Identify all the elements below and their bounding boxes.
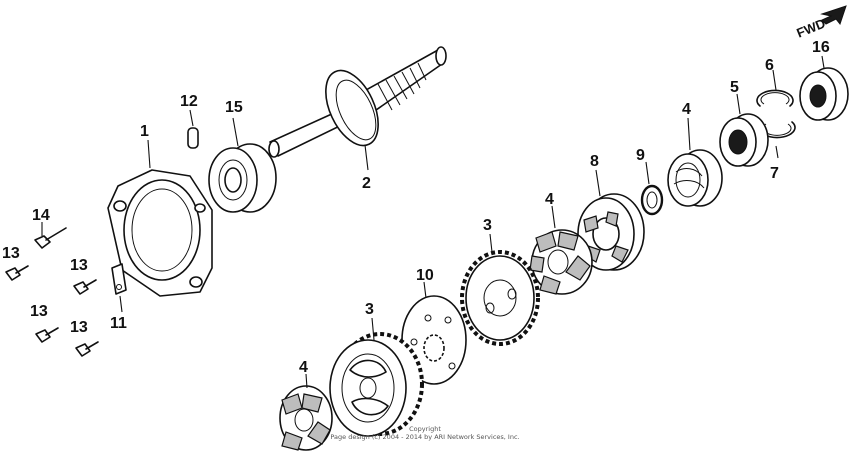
forward-arrow-icon: FWD (794, 5, 847, 41)
clip-part[interactable] (111, 263, 127, 313)
callout-4b: 4 (299, 359, 308, 376)
callout-13b: 13 (70, 257, 88, 274)
callout-9: 10 (416, 267, 434, 284)
callout-3b: 3 (365, 301, 374, 318)
collar-part[interactable] (667, 117, 723, 207)
callout-6: 5 (730, 79, 739, 96)
callout-16: 16 (812, 39, 830, 56)
bolt-c-part[interactable] (35, 327, 59, 343)
callout-15: 15 (225, 99, 243, 116)
shaft-part[interactable] (268, 46, 447, 171)
callout-13a: 13 (2, 245, 20, 262)
bolt-b-part[interactable] (73, 279, 97, 295)
callout-11: 12 (180, 93, 198, 110)
callout-8: 8 (590, 153, 599, 170)
bearing-end-part[interactable] (799, 55, 849, 121)
forward-label: FWD (794, 16, 827, 41)
copyright-notice: Page design (c) 2004 - 2014 by ARI Netwo… (330, 433, 519, 441)
bolt-a-part[interactable] (5, 265, 29, 281)
callout-5: 4 (682, 101, 691, 118)
dog-clutch-lower-part[interactable] (279, 373, 333, 451)
callout-14: 14 (32, 207, 50, 224)
callout-4a: 4 (545, 191, 554, 208)
bolt-long-part[interactable] (34, 222, 67, 249)
bearing-large-part[interactable] (208, 117, 277, 213)
snap-ring-upper-part[interactable] (756, 69, 794, 107)
dowel-pin-part[interactable] (187, 109, 199, 149)
callout-13d: 13 (70, 319, 88, 336)
bolt-d-part[interactable] (75, 341, 99, 357)
callout-2: 2 (362, 175, 371, 192)
housing-part[interactable] (107, 139, 213, 297)
gear-upper-part[interactable] (460, 233, 540, 346)
dog-clutch-upper-part[interactable] (529, 205, 593, 295)
callout-7b: 7 (770, 165, 779, 182)
callout-3a: 3 (483, 217, 492, 234)
callout-10: 11 (110, 315, 127, 332)
callout-7a: 6 (765, 57, 774, 74)
callout-13c: 13 (30, 303, 48, 320)
gear-lower-part[interactable] (329, 317, 424, 437)
bearing-small-part[interactable] (719, 93, 769, 167)
callout-1: 1 (140, 123, 149, 140)
callout-12: 9 (636, 147, 645, 164)
copyright-title: Copyright (409, 425, 441, 433)
washer-part[interactable] (640, 161, 664, 216)
